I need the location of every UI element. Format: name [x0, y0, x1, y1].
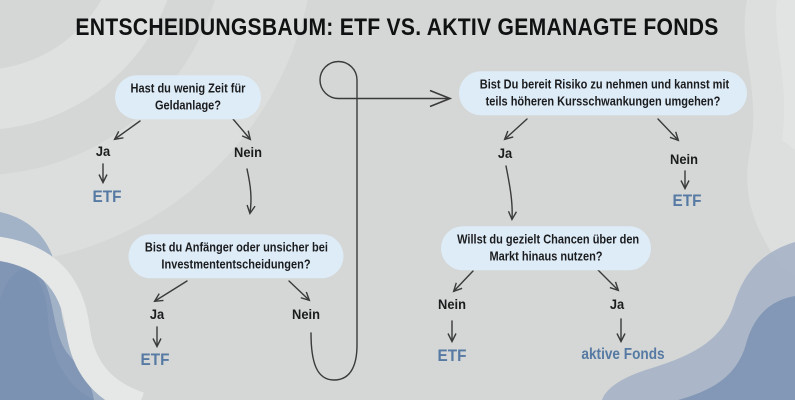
question-4-text-line1: Willst du gezielt Chancen über den	[457, 232, 640, 247]
arrow-q3-nein	[657, 118, 680, 142]
arrow-nein1-q2	[246, 168, 256, 216]
result-etf-1: ETF	[92, 187, 122, 206]
arrow-q3-ja	[503, 118, 528, 141]
question-4-text-line2: Markt hinaus nutzen?	[489, 249, 603, 263]
question-3-text-line1: Bist Du bereit Risiko zu nehmen und kann…	[479, 77, 730, 92]
arrow-nein2-loop-q3	[310, 60, 453, 381]
arrow-q4-nein	[452, 270, 474, 293]
branch-label-nein-4: Nein	[438, 296, 466, 312]
question-2-text-line2: Investmententscheidungen?	[161, 257, 311, 271]
result-etf-4: ETF	[437, 346, 467, 365]
branch-label-nein-2: Nein	[292, 306, 320, 322]
question-1-bubble: Hast du wenig Zeit für Geldanlage?	[115, 75, 261, 119]
question-3-bubble: Bist Du bereit Risiko zu nehmen und kann…	[459, 71, 747, 115]
arrow-q2-nein	[288, 280, 311, 302]
arrow-q2-ja	[153, 280, 188, 303]
question-1-text-line2: Geldanlage?	[154, 98, 222, 112]
branch-label-nein-1: Nein	[234, 144, 262, 160]
branch-label-nein-3: Nein	[670, 151, 698, 167]
question-2-bubble: Bist du Anfänger oder unsicher bei Inves…	[128, 234, 344, 278]
blob-highlight-band	[0, 236, 145, 400]
result-etf-3: ETF	[672, 191, 702, 210]
arrow-q1-nein	[232, 118, 252, 141]
page-title: ENTSCHEIDUNGSBAUM: ETF VS. AKTIV GEMANAG…	[75, 14, 719, 41]
question-3-text-line2: teils höheren Kursschwankungen umgehen?	[485, 94, 721, 108]
result-aktive-fonds: aktive Fonds	[581, 346, 665, 363]
arrow-q4-ja	[597, 269, 620, 292]
result-etf-2: ETF	[140, 350, 170, 369]
arrow-q1-ja	[113, 120, 141, 141]
branch-label-ja-1: Ja	[95, 143, 111, 159]
blob-shape	[678, 296, 795, 400]
question-1-text-line1: Hast du wenig Zeit für	[130, 81, 246, 96]
question-2-text-line1: Bist du Anfänger oder unsicher bei	[144, 240, 328, 255]
question-4-bubble: Willst du gezielt Chancen über den Markt…	[441, 226, 651, 270]
branch-label-ja-4: Ja	[609, 296, 625, 312]
blob-shape	[0, 269, 94, 400]
wave-shape	[776, 0, 795, 150]
branch-label-ja-2: Ja	[149, 306, 165, 322]
branch-label-ja-3: Ja	[497, 145, 513, 161]
arrow-ja3-q4	[505, 165, 518, 222]
